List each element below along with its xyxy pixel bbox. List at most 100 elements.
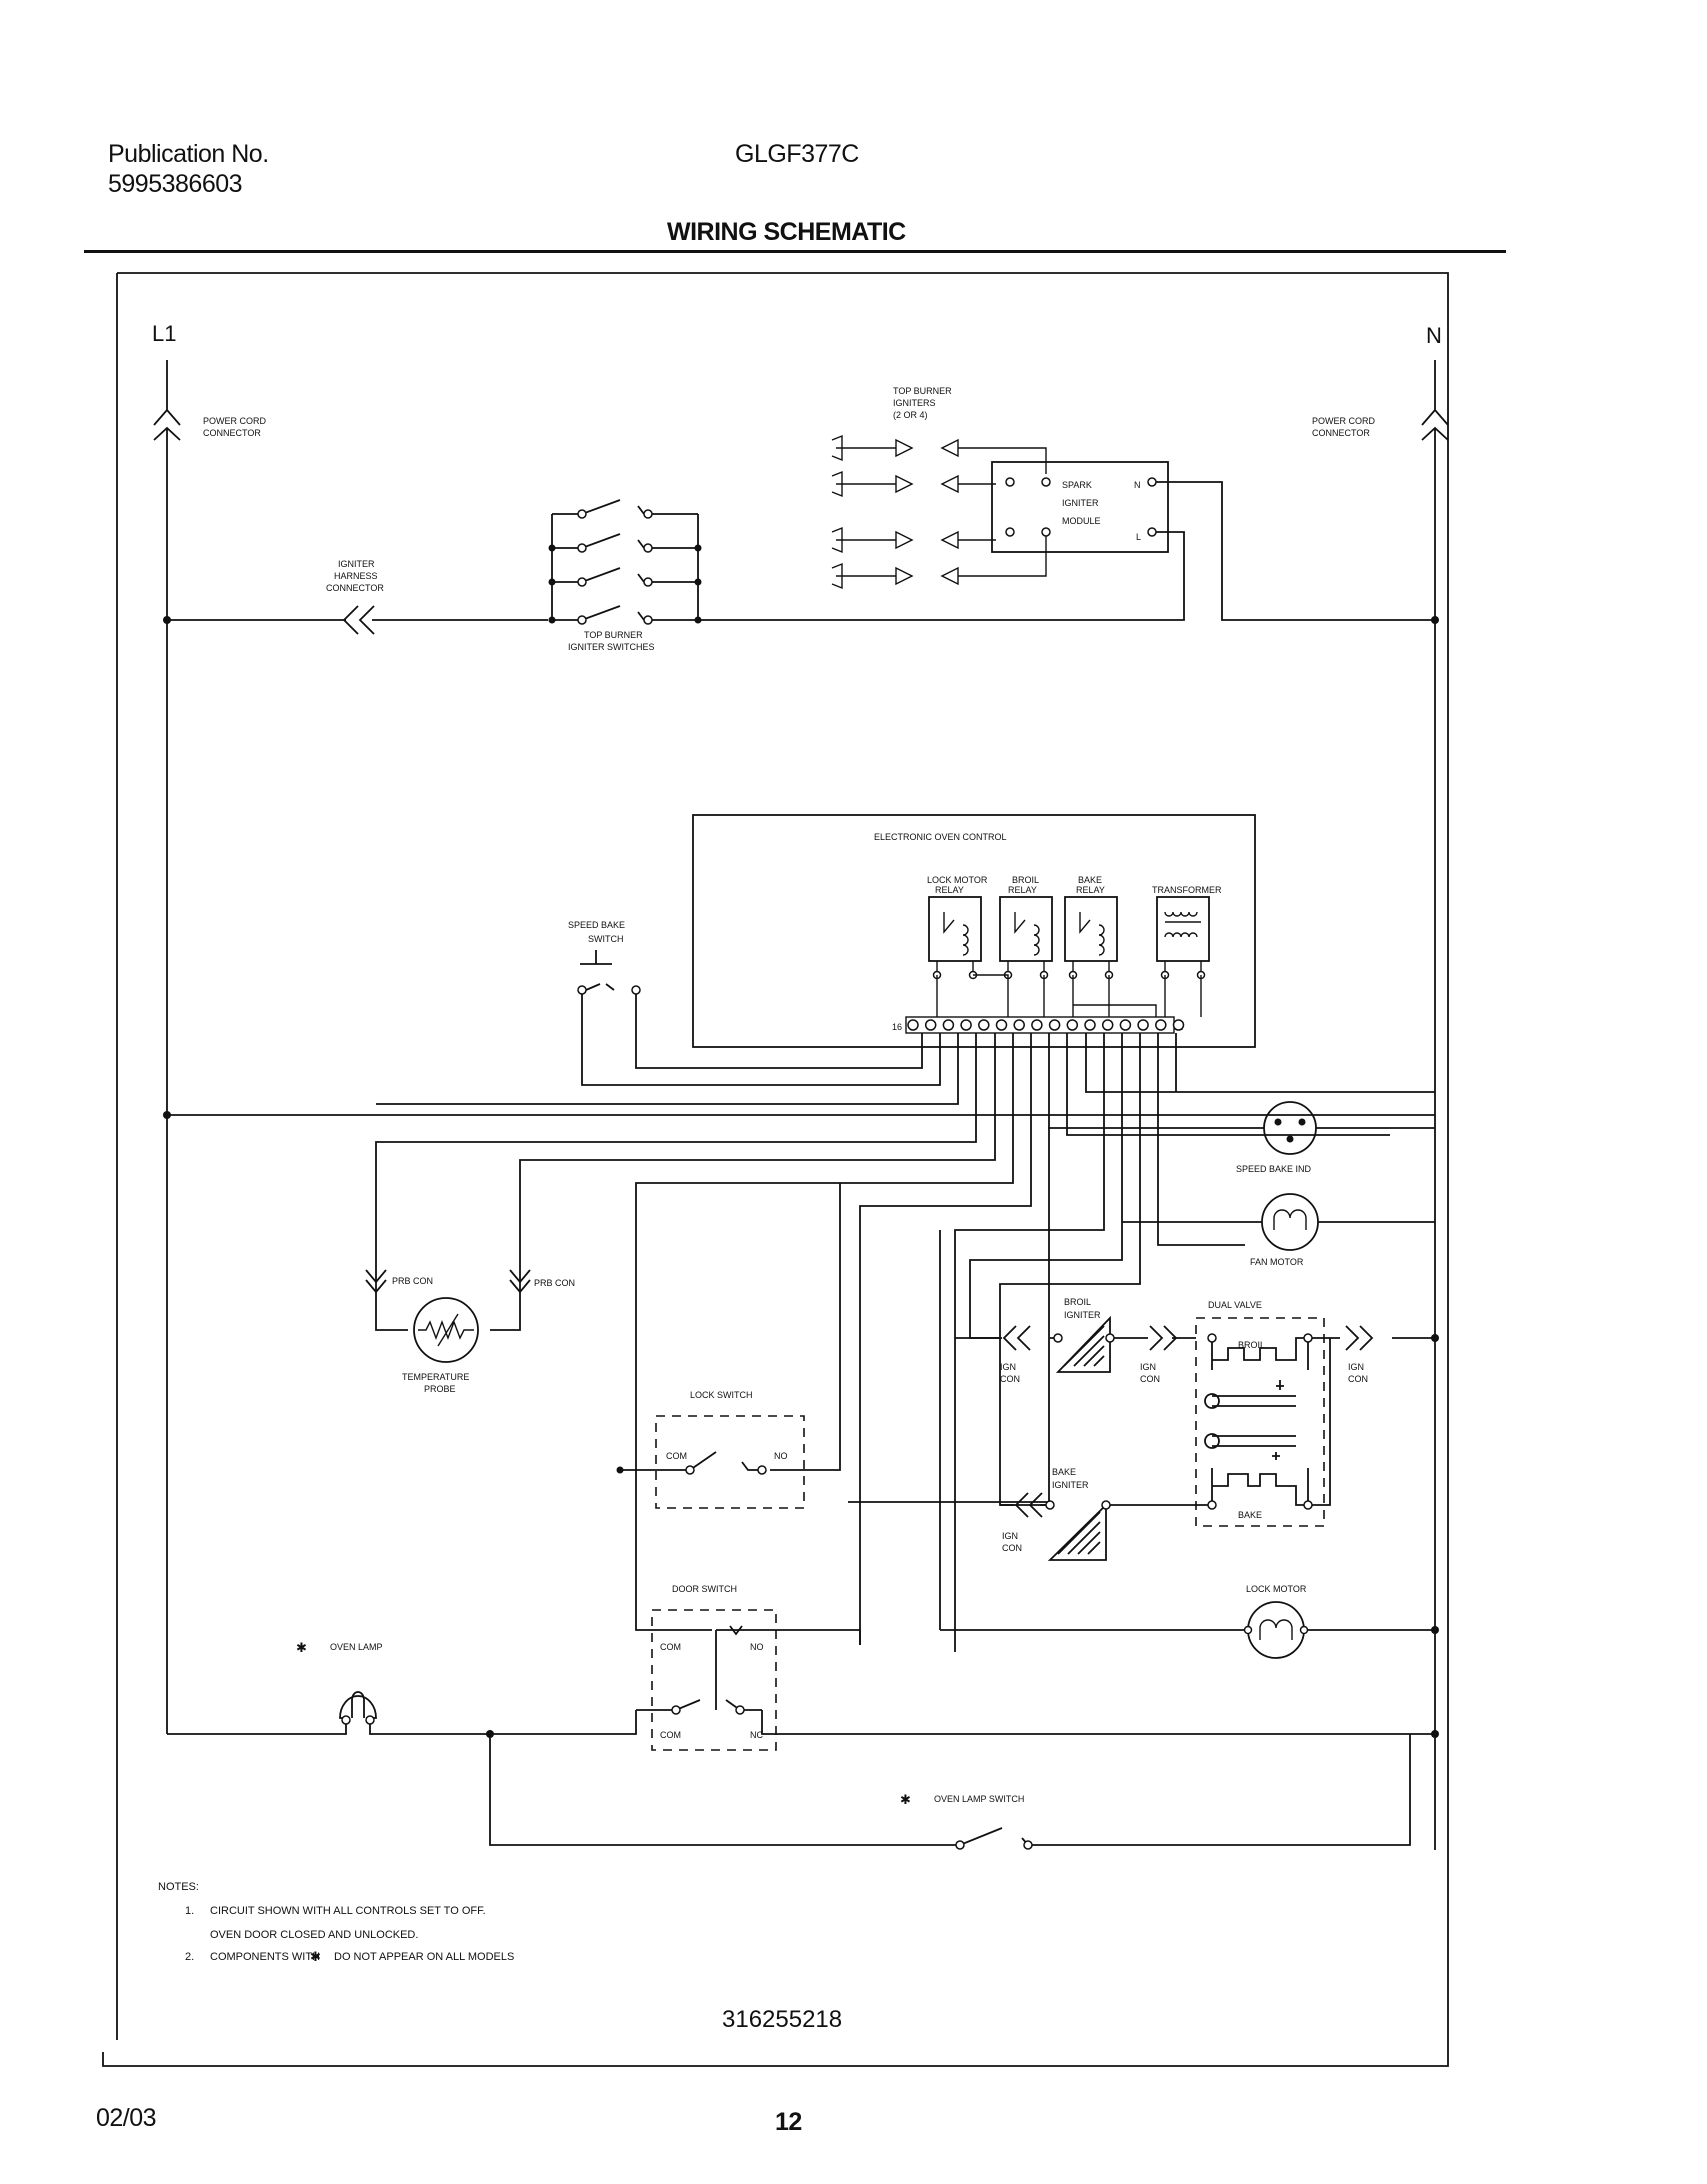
eoc-terminal <box>1172 1019 1185 1031</box>
lock-motor-wires <box>939 1230 1435 1631</box>
electronic-oven-control <box>692 814 1256 1048</box>
spark-l-label: L <box>1136 532 1141 542</box>
broil-ign-connectors <box>1002 1325 1178 1351</box>
svg-text:CON: CON <box>1140 1374 1160 1384</box>
part-number: 316255218 <box>722 2006 842 2033</box>
note-1-line-2: OVEN DOOR CLOSED AND UNLOCKED. <box>210 1929 418 1941</box>
speed-bake-indicator <box>1298 1118 1306 1126</box>
spark-l-wire <box>698 531 1185 621</box>
relay-to-strip-wires <box>936 974 1202 1017</box>
lock-motor <box>1247 1601 1305 1659</box>
door-switch-label: DOOR SWITCH <box>672 1584 737 1594</box>
top-burner-igniters-label: TOP BURNER IGNITERS (2 OR 4) <box>893 386 952 420</box>
model-number: GLGF377C <box>735 140 859 168</box>
top-burner-igniters <box>831 434 1047 590</box>
svg-text:COM: COM <box>660 1642 681 1652</box>
speed-bake-indicator <box>1263 1101 1317 1155</box>
notes: NOTES: 1. CIRCUIT SHOWN WITH ALL CONTROL… <box>158 1881 514 1964</box>
svg-text:TEMPERATURE: TEMPERATURE <box>402 1372 469 1382</box>
fan-motor <box>1261 1193 1319 1251</box>
svg-text:SPEED BAKE: SPEED BAKE <box>568 920 625 930</box>
top-burner-igniter-switches <box>548 499 702 625</box>
note-2-pre: COMPONENTS WITH <box>210 1951 320 1963</box>
door-switch <box>651 1609 777 1751</box>
eoc-harness-wires <box>375 1033 1435 1652</box>
lock-motor-label: LOCK MOTOR <box>1246 1584 1307 1594</box>
svg-text:PROBE: PROBE <box>424 1384 456 1394</box>
publication-number: 5995386603 <box>108 170 243 198</box>
spark-terminal <box>1041 527 1051 537</box>
svg-text:SWITCH: SWITCH <box>588 934 624 944</box>
broil-valve-label: BROIL <box>1238 1340 1265 1350</box>
speed-bake-terminal <box>631 985 641 995</box>
eoc-terminal <box>960 1019 972 1031</box>
fan-motor-label: FAN MOTOR <box>1250 1257 1304 1267</box>
spark-terminal <box>1041 477 1051 487</box>
motor-terminal <box>1299 1625 1309 1635</box>
svg-text:IGN: IGN <box>1348 1362 1364 1372</box>
dual-valve-label: DUAL VALVE <box>1208 1300 1262 1310</box>
speed-bake-indicator <box>1274 1118 1282 1126</box>
broil-igniter <box>1055 1315 1111 1373</box>
fan-motor <box>1273 1209 1307 1230</box>
l1-label: L1 <box>152 321 176 346</box>
svg-text:BAKE: BAKE <box>1052 1467 1076 1477</box>
lamp-switch-terminal <box>955 1840 965 1850</box>
eoc-label: ELECTRONIC OVEN CONTROL <box>874 832 1007 842</box>
eoc-terminal <box>1137 1019 1149 1031</box>
oven-lamp <box>339 1691 377 1719</box>
eoc-terminal <box>1066 1019 1079 1031</box>
eoc-terminal <box>995 1019 1008 1031</box>
prb-con-label: PRB CON <box>534 1278 575 1288</box>
svg-text:NO: NO <box>750 1642 764 1652</box>
speed-bake-indicator <box>1286 1135 1294 1143</box>
svg-text:2.: 2. <box>185 1951 194 1963</box>
bake-ign-con-label: IGN CON <box>1002 1531 1022 1553</box>
eoc-terminal <box>1084 1019 1096 1031</box>
ign-con-labels: IGN CON IGN CON IGN CON <box>1000 1362 1368 1384</box>
spark-terminal <box>1005 477 1015 487</box>
oven-lamp-switch-label: OVEN LAMP SWITCH <box>934 1794 1024 1804</box>
eoc-terminal <box>907 1019 919 1031</box>
spark-n-wire <box>1156 481 1435 621</box>
page-title: WIRING SCHEMATIC <box>667 218 906 246</box>
svg-text:IGN: IGN <box>1140 1362 1156 1372</box>
svg-text:COM: COM <box>660 1730 681 1740</box>
junction-dot <box>1431 616 1439 624</box>
eoc-terminal <box>1101 1019 1114 1031</box>
svg-text:IGNITER: IGNITER <box>1062 498 1099 508</box>
top-burner-switches-label: TOP BURNER IGNITER SWITCHES <box>568 630 655 652</box>
broil-igniter-label: BROIL IGNITER <box>1064 1297 1101 1320</box>
notes-title: NOTES: <box>158 1881 199 1893</box>
svg-text:CON: CON <box>1348 1374 1368 1384</box>
svg-text:CONNECTOR: CONNECTOR <box>203 428 261 438</box>
speed-bake-switch <box>580 950 941 1086</box>
junction-dot <box>163 1111 171 1119</box>
svg-text:BROIL: BROIL <box>1064 1297 1091 1307</box>
valve-terminal <box>1303 1333 1313 1343</box>
n-label: N <box>1426 323 1442 348</box>
oven-lamp-bus <box>167 1710 1435 1735</box>
prb-con-label: PRB CON <box>392 1276 433 1286</box>
junction-dot <box>1431 1730 1439 1738</box>
svg-text:POWER CORD: POWER CORD <box>1312 416 1376 426</box>
valve-terminal <box>1207 1500 1217 1510</box>
svg-text:IGN: IGN <box>1002 1531 1018 1541</box>
spark-igniter-module-label: SPARK IGNITER MODULE N L <box>1062 480 1141 542</box>
temperature-probe-label: TEMPERATURE PROBE <box>402 1372 469 1394</box>
svg-text:CON: CON <box>1000 1374 1020 1384</box>
spark-n-label: N <box>1134 480 1141 490</box>
valve-n-wires <box>1312 1337 1435 1506</box>
igniter-terminal <box>1045 1500 1055 1510</box>
prb-connectors <box>365 1269 531 1294</box>
svg-text:IGNITERS: IGNITERS <box>893 398 936 408</box>
eoc-terminal <box>942 1019 955 1031</box>
oven-lamp-asterisk: ✱ <box>296 1640 307 1655</box>
eoc-terminal-strip: 16 1 <box>892 1016 1185 1034</box>
junction-dot <box>1431 1334 1439 1342</box>
bake-igniter <box>1047 1502 1107 1561</box>
valve-terminal <box>1303 1500 1313 1510</box>
lock-switch-label: LOCK SWITCH <box>690 1390 753 1400</box>
lock-motor <box>1259 1619 1293 1640</box>
bake-igniter-label: BAKE IGNITER <box>1052 1467 1089 1490</box>
